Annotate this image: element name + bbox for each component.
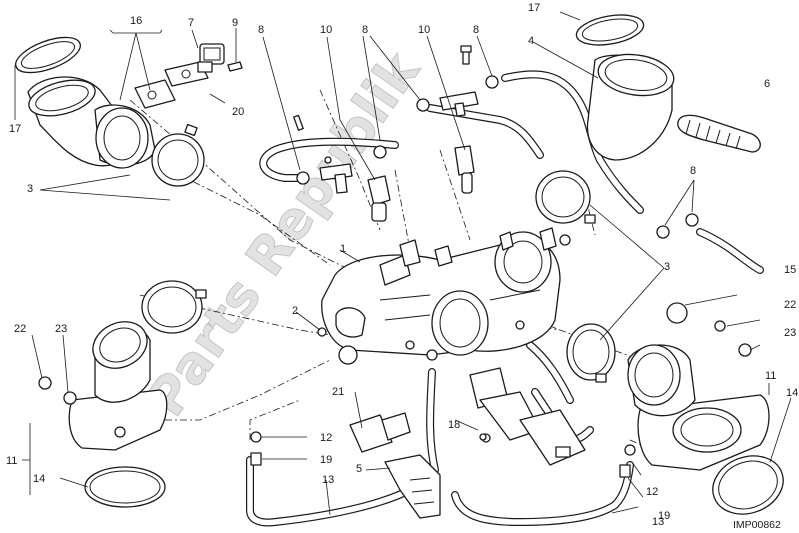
injectors-and-fittings xyxy=(293,45,699,239)
drawing-code: IMP00862 xyxy=(733,519,781,531)
intake-manifold-lower-right xyxy=(627,302,784,515)
callout-14-right: 14 xyxy=(786,387,798,399)
callout-14-left: 14 xyxy=(33,473,45,485)
callout-11-right: 11 xyxy=(765,370,776,382)
intake-manifold-upper-right xyxy=(575,14,675,161)
callout-7: 7 xyxy=(188,17,194,29)
callout-3-right: 3 xyxy=(664,261,670,273)
callout-2: 2 xyxy=(292,305,298,317)
callout-6: 6 xyxy=(764,78,770,90)
callout-3-left: 3 xyxy=(27,183,33,195)
callout-15: 15 xyxy=(784,264,796,276)
callout-19-right: 19 xyxy=(658,510,670,522)
intake-manifold-upper-left xyxy=(15,36,209,187)
leader-lines xyxy=(14,11,792,516)
callout-9: 9 xyxy=(232,17,238,29)
callout-11-left: 11 xyxy=(6,455,17,467)
callout-18: 18 xyxy=(448,419,460,431)
watermark-text: Parts Republik xyxy=(136,41,432,427)
callout-19-left: 19 xyxy=(320,454,332,466)
callout-10-a: 10 xyxy=(320,24,332,36)
callout-23-right: 23 xyxy=(784,327,796,339)
callout-8-c: 8 xyxy=(473,24,479,36)
idle-control-valve xyxy=(469,367,586,466)
callout-8-d: 8 xyxy=(690,165,696,177)
callout-17-left: 17 xyxy=(9,123,21,135)
intake-manifold-lower-left xyxy=(38,321,168,508)
callout-17-right: 17 xyxy=(528,2,540,14)
callout-22-left: 22 xyxy=(14,323,26,335)
callout-10-b: 10 xyxy=(418,24,430,36)
callout-1: 1 xyxy=(340,243,346,255)
callout-13-right: 13 xyxy=(652,516,664,528)
watermark: Parts Republik xyxy=(136,40,648,428)
callout-13-left: 13 xyxy=(322,474,334,486)
hose-section-6 xyxy=(677,114,761,153)
callout-21: 21 xyxy=(332,386,344,398)
throttle-body-assembly xyxy=(321,227,571,365)
throttle-position-sensor xyxy=(197,43,243,73)
small-fittings xyxy=(250,327,636,478)
callout-16: 16 xyxy=(130,15,142,27)
callout-labels: 1 2 3 3 3 4 5 6 7 8 8 8 8 9 10 10 11 11 … xyxy=(6,2,798,528)
callout-23-left: 23 xyxy=(55,323,67,335)
callout-5: 5 xyxy=(356,463,362,475)
hose-clamps xyxy=(141,170,616,383)
callout-8-b: 8 xyxy=(362,24,368,36)
callout-12-left: 12 xyxy=(320,432,332,444)
callout-20: 20 xyxy=(232,106,244,118)
map-sensor xyxy=(349,412,441,519)
callout-22-right: 22 xyxy=(784,299,796,311)
callout-4: 4 xyxy=(528,35,534,47)
callout-12-right: 12 xyxy=(646,486,658,498)
callout-8-a: 8 xyxy=(258,24,264,36)
